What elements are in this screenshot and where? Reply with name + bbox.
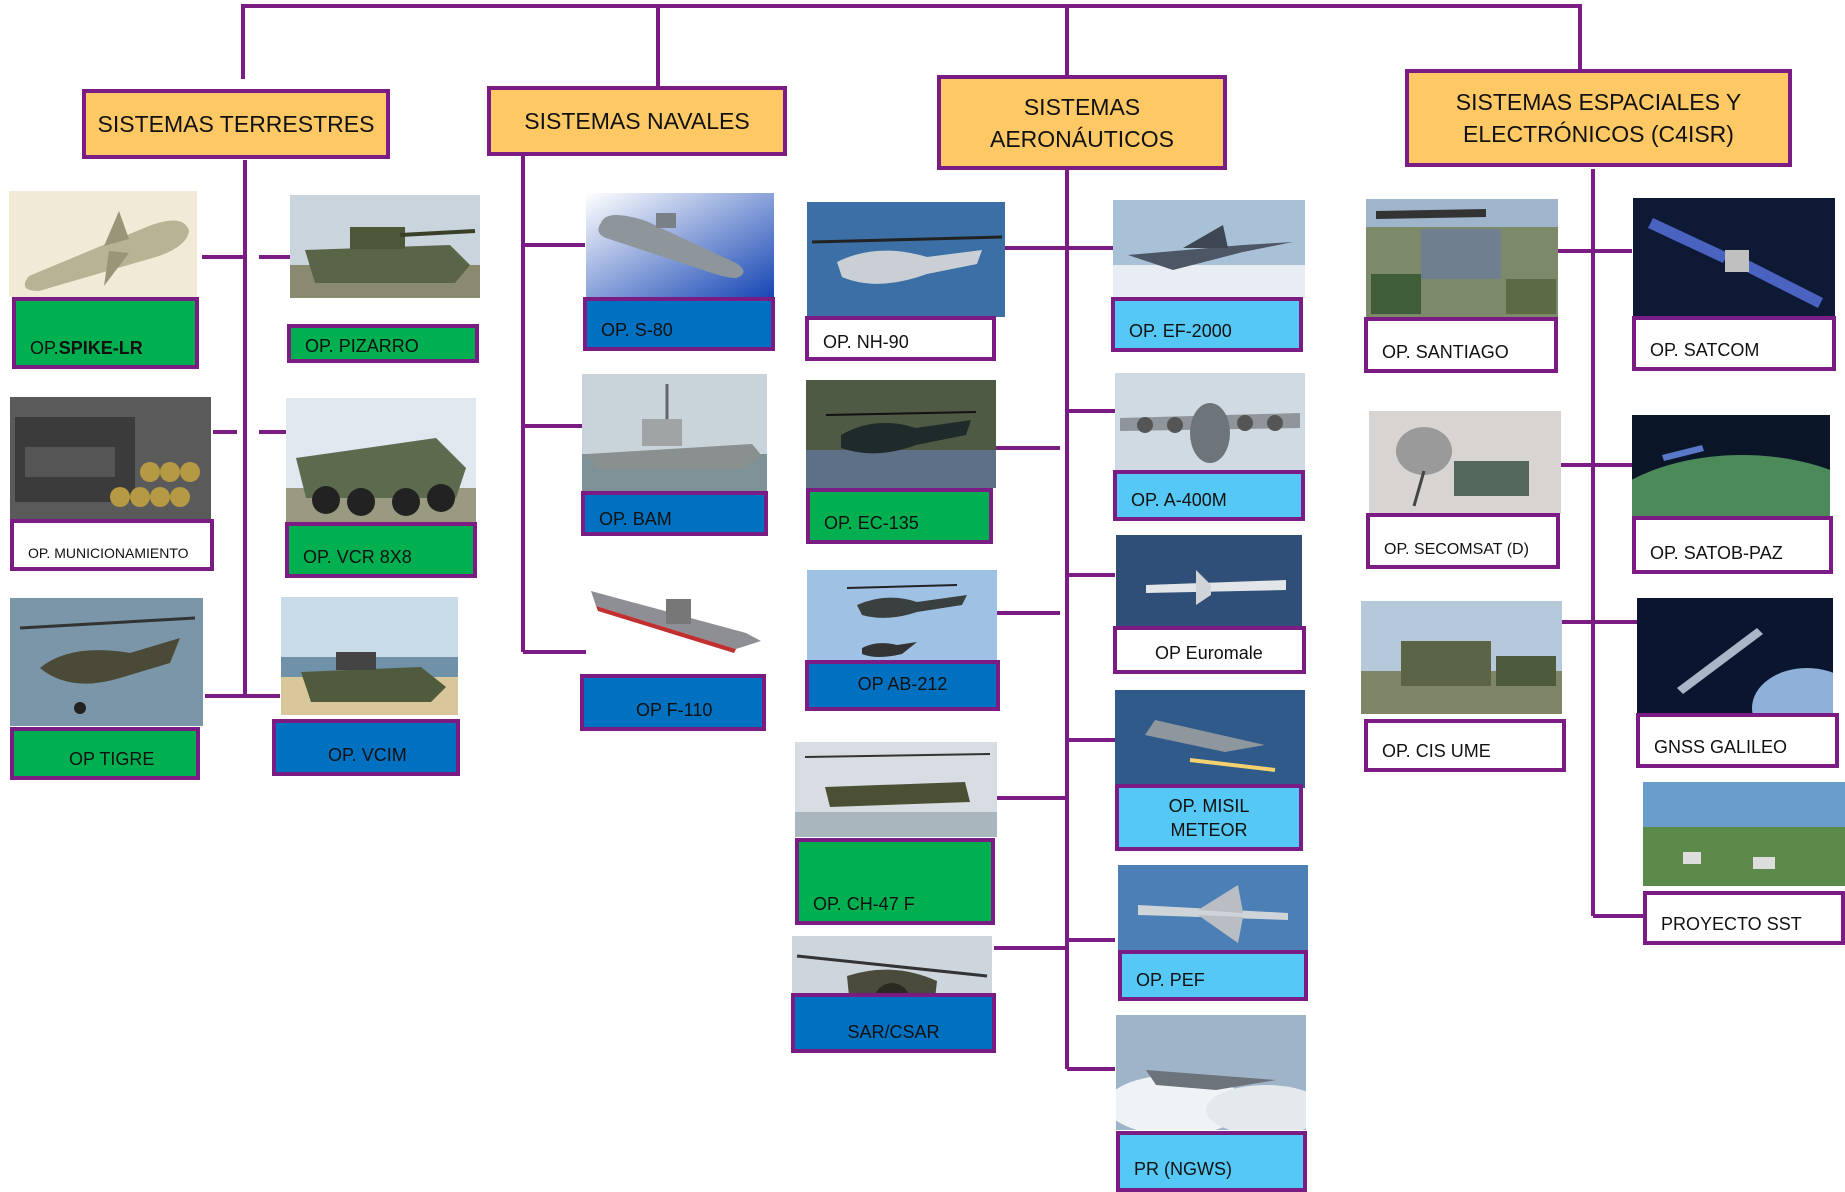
helicopter-photo — [806, 380, 996, 488]
attack-helicopter-photo — [10, 598, 203, 726]
label-op-pizarro: OP. PIZARRO — [287, 324, 479, 363]
drone-photo — [1116, 535, 1302, 627]
label-op-vcr-8x8: OP. VCR 8X8 — [285, 522, 477, 578]
label-op-secomsat-d: OP. SECOMSAT (D) — [1366, 513, 1560, 569]
label-op-cis-ume: OP. CIS UME — [1364, 719, 1566, 772]
label-op-euromale: OP Euromale — [1113, 626, 1306, 674]
transport-aircraft-photo — [1115, 373, 1305, 471]
label-op-municionamiento: OP. MUNICIONAMIENTO — [10, 519, 214, 571]
patrol-ship-photo — [582, 374, 767, 491]
earth-observation-photo — [1632, 415, 1830, 516]
radar-station-photo — [1361, 601, 1562, 714]
fighter-jet-photo — [1116, 1015, 1306, 1130]
ammunition-photo — [10, 397, 211, 521]
header-sistemas-aeronauticos: SISTEMAS AERONÁUTICOS — [937, 75, 1227, 170]
submarine-photo — [586, 193, 774, 297]
satellite-photo — [1637, 598, 1833, 714]
radar-station-photo — [1369, 411, 1561, 514]
label-op-pef: OP. PEF — [1118, 950, 1308, 1001]
label-op-santiago: OP. SANTIAGO — [1364, 317, 1558, 373]
label-op-tigre: OP TIGRE — [10, 727, 200, 780]
header-sistemas-espaciales: SISTEMAS ESPACIALES Y ELECTRÓNICOS (C4IS… — [1405, 69, 1792, 167]
frigate-photo — [586, 571, 766, 661]
label-op-bam: OP. BAM — [581, 491, 768, 536]
spike-prefix: OP. — [30, 338, 59, 358]
label-op-vcim: OP. VCIM — [272, 719, 460, 776]
radar-station-photo — [1366, 199, 1558, 317]
fighter-jet-photo — [1115, 690, 1305, 788]
label-gnss-galileo: GNSS GALILEO — [1636, 713, 1839, 768]
label-op-satob-paz: OP. SATOB-PAZ — [1632, 516, 1833, 574]
ifv-photo — [290, 195, 480, 298]
label-op-s80: OP. S-80 — [583, 297, 775, 351]
satellite-photo — [1633, 198, 1835, 316]
label-op-spike-lr: OP. SPIKE-LR — [12, 297, 199, 369]
amphibious-vehicle-photo — [281, 597, 458, 715]
label-op-misil-meteor: OP. MISIL METEOR — [1115, 784, 1303, 851]
fighter-jet-photo — [1113, 200, 1305, 298]
label-op-ec135: OP. EC-135 — [806, 488, 993, 544]
label-op-nh90: OP. NH-90 — [805, 316, 996, 361]
missile-photo — [9, 191, 197, 297]
label-op-ef2000: OP. EF-2000 — [1111, 297, 1303, 352]
helicopter-photo — [807, 202, 1005, 317]
wheeled-vehicle-photo — [286, 398, 476, 522]
label-op-f110: OP F-110 — [580, 674, 766, 731]
label-op-satcom: OP. SATCOM — [1632, 316, 1836, 371]
header-sistemas-navales: SISTEMAS NAVALES — [487, 86, 787, 156]
label-op-ch47f: OP. CH-47 F — [795, 838, 995, 925]
spike-name: SPIKE-LR — [58, 338, 143, 358]
label-proyecto-sst: PROYECTO SST — [1643, 891, 1845, 945]
tanker-aircraft-photo — [1118, 865, 1308, 950]
label-pr-ngws: PR (NGWS) — [1116, 1131, 1307, 1192]
helicopter-photo — [807, 570, 997, 668]
label-op-ab212: OP AB-212 — [805, 660, 1000, 711]
label-op-a400m: OP. A-400M — [1113, 470, 1305, 521]
label-sar-csar: SAR/CSAR — [791, 993, 996, 1053]
earth-observation-photo — [1643, 782, 1845, 886]
helicopter-photo — [795, 742, 997, 837]
header-sistemas-terrestres: SISTEMAS TERRESTRES — [82, 89, 390, 159]
